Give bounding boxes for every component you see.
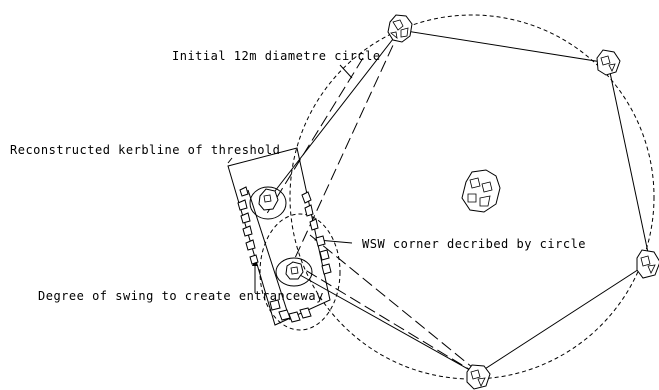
kerb-stone-ring (249, 186, 287, 220)
stone-polygon (267, 29, 651, 375)
threshold-stone (285, 261, 304, 280)
kerb-stones-left (237, 186, 259, 265)
label-wsw-corner: WSW corner decribed by circle (362, 237, 586, 251)
stone-northeast (596, 49, 621, 76)
kerbline-inner (247, 189, 291, 321)
stone-south (466, 364, 491, 390)
label-kerbline: Reconstructed kerbline of threshold (10, 143, 280, 157)
swing-line-4 (309, 234, 479, 373)
kerbline-box (227, 147, 331, 326)
swing-line-2 (265, 57, 364, 216)
stone-north (387, 14, 413, 43)
swing-line-3 (291, 261, 478, 375)
entrance-circle (259, 213, 341, 331)
leader-kerbline (227, 157, 233, 164)
kerb-stones-bottom (269, 299, 312, 323)
leader-initial-circle (339, 64, 353, 79)
kerb-box-stone (258, 188, 279, 211)
threshold-stone-ring (275, 257, 313, 287)
kerb-stones-right (301, 191, 332, 275)
initial-circle (289, 14, 655, 380)
central-stone-cluster (461, 169, 501, 213)
label-initial-circle: Initial 12m diametre circle (172, 49, 381, 63)
stone-east (636, 249, 659, 279)
label-swing: Degree of swing to create entranceway (38, 289, 324, 303)
